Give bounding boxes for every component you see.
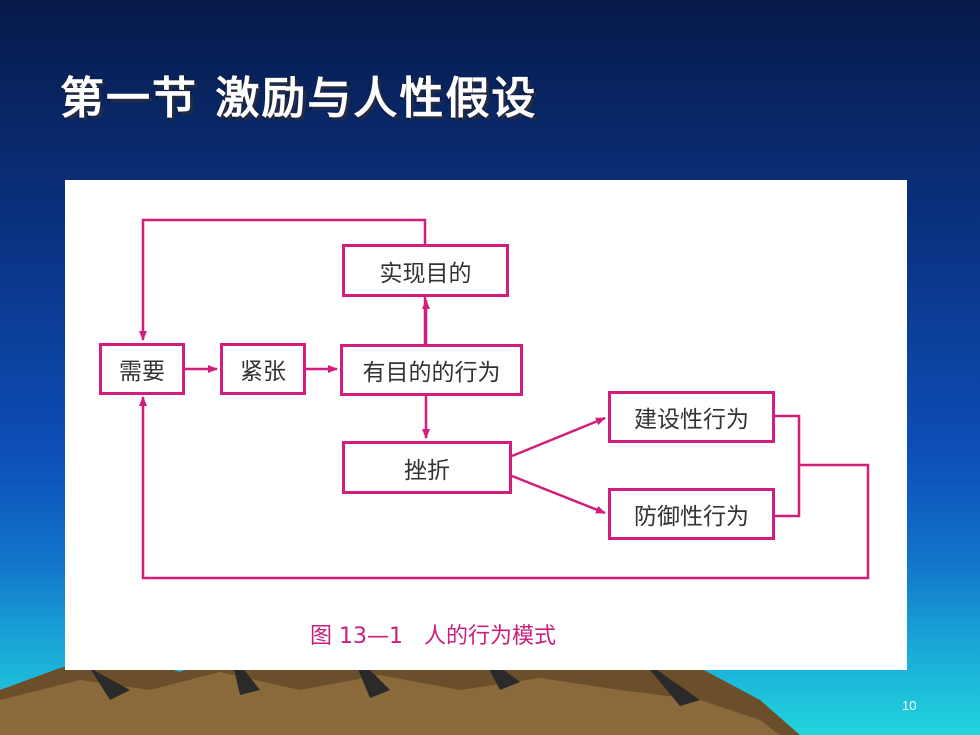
node-achieve-goal: 实现目的 <box>342 244 509 297</box>
slide-title: 第一节 激励与人性假设 <box>60 73 538 124</box>
bracket-constructive <box>774 414 801 518</box>
node-goal-directed-behavior: 有目的的行为 <box>340 344 523 396</box>
arrow-frustration-to-defensive <box>511 474 606 515</box>
figure-caption-text: 人的行为模式 <box>424 624 557 649</box>
arrow-frustration-to-constructive <box>511 416 606 458</box>
figure-number: 图 13—1 <box>310 624 403 649</box>
feedback-arrow-bottom <box>139 396 870 580</box>
figure-panel: 需要 紧张 有目的的行为 实现目的 挫折 建设性行为 防御性行为 图 13—1 … <box>65 180 907 670</box>
page-number: 10 <box>902 698 917 713</box>
node-frustration: 挫折 <box>342 441 512 494</box>
node-defensive-behavior: 防御性行为 <box>608 488 775 540</box>
node-tension: 紧张 <box>220 343 306 395</box>
node-need: 需要 <box>99 343 185 395</box>
figure-caption: 图 13—1 人的行为模式 <box>310 618 570 650</box>
node-constructive-behavior: 建设性行为 <box>608 391 775 443</box>
